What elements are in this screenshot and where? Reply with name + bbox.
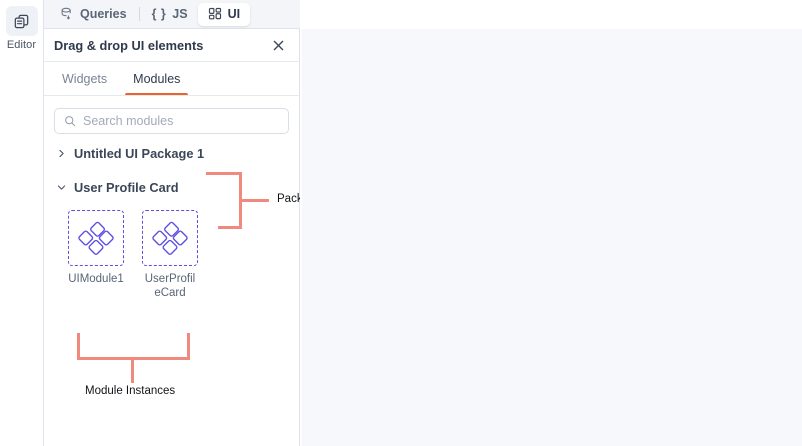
module-drop-tile[interactable]: [142, 210, 198, 266]
chevron-down-icon: [56, 182, 67, 193]
module-diamonds-icon: [78, 220, 114, 256]
app-canvas[interactable]: [302, 29, 802, 446]
module-instance-uimodule1[interactable]: UIModule1: [68, 210, 124, 300]
rail-item-editor[interactable]: Editor: [5, 6, 38, 51]
chevron-right-icon: [56, 148, 67, 159]
tree-item-untitled-ui-package-1[interactable]: Untitled UI Package 1: [54, 138, 289, 168]
panel-subtabs: Widgets Modules: [44, 62, 299, 96]
tab-ui[interactable]: UI: [197, 2, 251, 26]
tab-queries-label: Queries: [80, 7, 127, 21]
module-drop-tile[interactable]: [68, 210, 124, 266]
tab-js-label: JS: [172, 7, 188, 21]
canvas-area: [300, 0, 802, 446]
search-modules-field[interactable]: [54, 108, 289, 134]
module-instance-name: UIModule1: [68, 273, 124, 285]
grid-squares-icon: [208, 7, 222, 21]
tree-item-user-profile-card[interactable]: User Profile Card: [54, 172, 289, 202]
editor-tab-strip: Queries { } JS UI: [44, 0, 300, 29]
module-diamonds-icon: [152, 220, 188, 256]
module-instance-grid: UIModule1 UserProfileCard: [54, 210, 289, 300]
braces-icon: { }: [151, 7, 167, 21]
tab-widgets-label: Widgets: [62, 71, 108, 86]
search-input[interactable]: [83, 114, 279, 128]
tab-modules[interactable]: Modules: [125, 62, 189, 95]
tab-modules-label: Modules: [133, 71, 181, 86]
ui-elements-panel: Drag & drop UI elements Widgets Modules: [44, 29, 300, 446]
module-instance-name: UserProfileCard: [144, 273, 196, 299]
close-icon[interactable]: [269, 36, 287, 54]
panel-header: Drag & drop UI elements: [44, 29, 299, 62]
tab-js[interactable]: { } JS: [142, 3, 198, 26]
database-query-icon: [60, 7, 74, 21]
panel-title: Drag & drop UI elements: [54, 37, 204, 53]
editor-pages-icon: [5, 6, 38, 36]
tab-ui-label: UI: [227, 7, 241, 21]
tree-item-label: User Profile Card: [74, 179, 179, 195]
tab-divider: [138, 7, 140, 21]
search-icon: [64, 115, 76, 127]
left-icon-rail: Editor: [0, 0, 44, 446]
tab-widgets[interactable]: Widgets: [54, 62, 115, 95]
module-instance-userprofilecard[interactable]: UserProfileCard: [142, 210, 198, 300]
tree-item-label: Untitled UI Package 1: [74, 145, 205, 161]
panel-body: Untitled UI Package 1 User Profile Card: [44, 96, 299, 300]
rail-item-label: Editor: [6, 39, 37, 51]
tab-queries[interactable]: Queries: [50, 3, 137, 26]
